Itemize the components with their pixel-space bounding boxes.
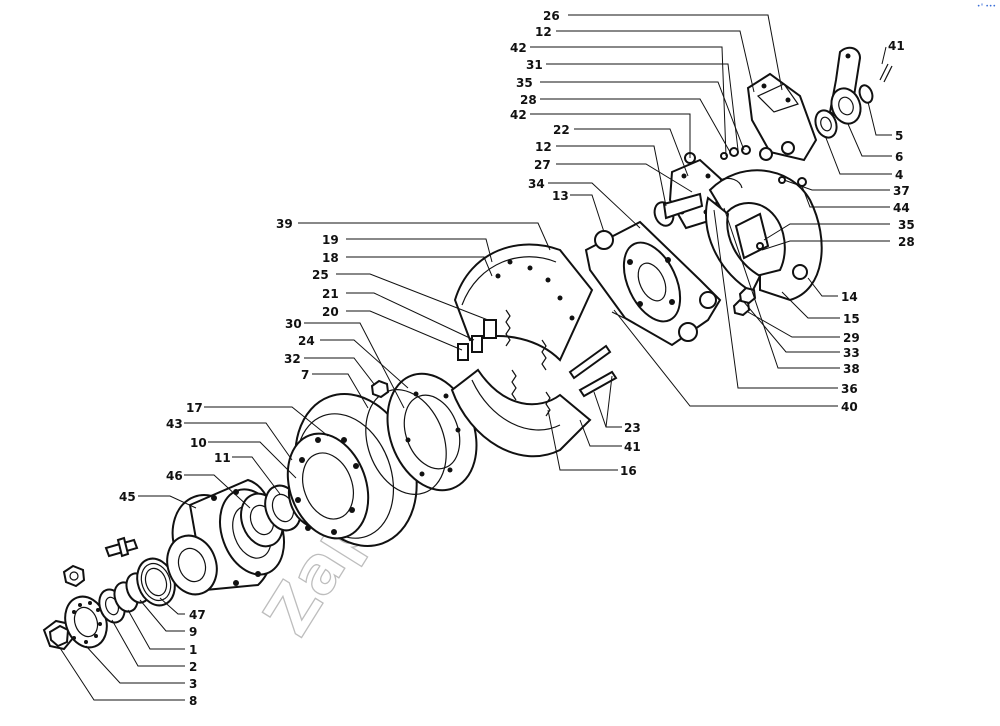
callout-20: 20 xyxy=(322,305,339,319)
ring-5 xyxy=(858,84,874,104)
callout-33: 33 xyxy=(843,346,860,360)
callout-43: 43 xyxy=(166,417,183,431)
brake-drum-17 xyxy=(286,393,418,547)
nut-32 xyxy=(370,379,390,399)
callout-21: 21 xyxy=(322,287,339,301)
callout-6: 6 xyxy=(895,150,903,164)
brake-support-40 xyxy=(584,220,722,347)
cotter-pin-41 xyxy=(879,63,893,83)
callout-46: 46 xyxy=(166,469,183,483)
chamber-bracket-26 xyxy=(746,72,818,162)
callout-18: 18 xyxy=(322,251,339,265)
callout-37: 37 xyxy=(893,184,910,198)
callout-24: 24 xyxy=(298,334,315,348)
callout-44: 44 xyxy=(893,201,910,215)
callout-27: 27 xyxy=(534,158,551,172)
corner-mark: •° ••• xyxy=(976,3,996,10)
callout-31: 31 xyxy=(526,58,543,72)
callout-41-bottom: 41 xyxy=(624,440,641,454)
callout-40: 40 xyxy=(841,400,858,414)
callout-16: 16 xyxy=(620,464,637,478)
callout-3: 3 xyxy=(189,677,197,691)
callout-47: 47 xyxy=(189,608,206,622)
callout-30: 30 xyxy=(285,317,302,331)
callout-14: 14 xyxy=(841,290,858,304)
callout-39: 39 xyxy=(276,217,293,231)
callout-22: 22 xyxy=(553,123,570,137)
callout-28b: 28 xyxy=(898,235,915,249)
callout-35: 35 xyxy=(516,76,533,90)
callout-23: 23 xyxy=(624,421,641,435)
callout-12: 12 xyxy=(535,25,552,39)
callout-10: 10 xyxy=(190,436,207,450)
callout-19: 19 xyxy=(322,233,339,247)
callout-15: 15 xyxy=(843,312,860,326)
callout-26: 26 xyxy=(543,9,560,23)
callout-labels: 26 12 42 31 35 28 42 22 12 27 34 13 41 5… xyxy=(119,9,915,708)
callout-32: 32 xyxy=(284,352,301,366)
slack-adjuster-6 xyxy=(828,46,862,125)
callout-9: 9 xyxy=(189,625,197,639)
callout-38: 38 xyxy=(843,362,860,376)
callout-8: 8 xyxy=(189,694,197,708)
callout-2: 2 xyxy=(189,660,197,674)
hub-cap-nut xyxy=(62,564,86,588)
brake-shoes-assembly xyxy=(450,243,618,458)
callout-25: 25 xyxy=(312,268,329,282)
callout-42: 42 xyxy=(510,41,527,55)
callout-29: 29 xyxy=(843,331,860,345)
callout-36: 36 xyxy=(841,382,858,396)
callout-7: 7 xyxy=(301,368,309,382)
callout-17: 17 xyxy=(186,401,203,415)
callout-41-top: 41 xyxy=(888,39,905,53)
callout-34: 34 xyxy=(528,177,545,191)
callout-12b: 12 xyxy=(535,140,552,154)
lock-ring-3 xyxy=(64,595,108,649)
callout-1: 1 xyxy=(189,643,197,657)
callout-4: 4 xyxy=(895,168,903,182)
callout-45: 45 xyxy=(119,490,136,504)
callout-35b: 35 xyxy=(898,218,915,232)
callout-13: 13 xyxy=(552,189,569,203)
wheel-stud xyxy=(104,536,139,558)
leader-lines xyxy=(59,14,892,701)
callout-11: 11 xyxy=(214,451,231,465)
callout-28: 28 xyxy=(520,93,537,107)
small-fasteners xyxy=(720,145,807,317)
callout-42b: 42 xyxy=(510,108,527,122)
washer-4 xyxy=(814,109,838,139)
callout-5: 5 xyxy=(895,129,903,143)
